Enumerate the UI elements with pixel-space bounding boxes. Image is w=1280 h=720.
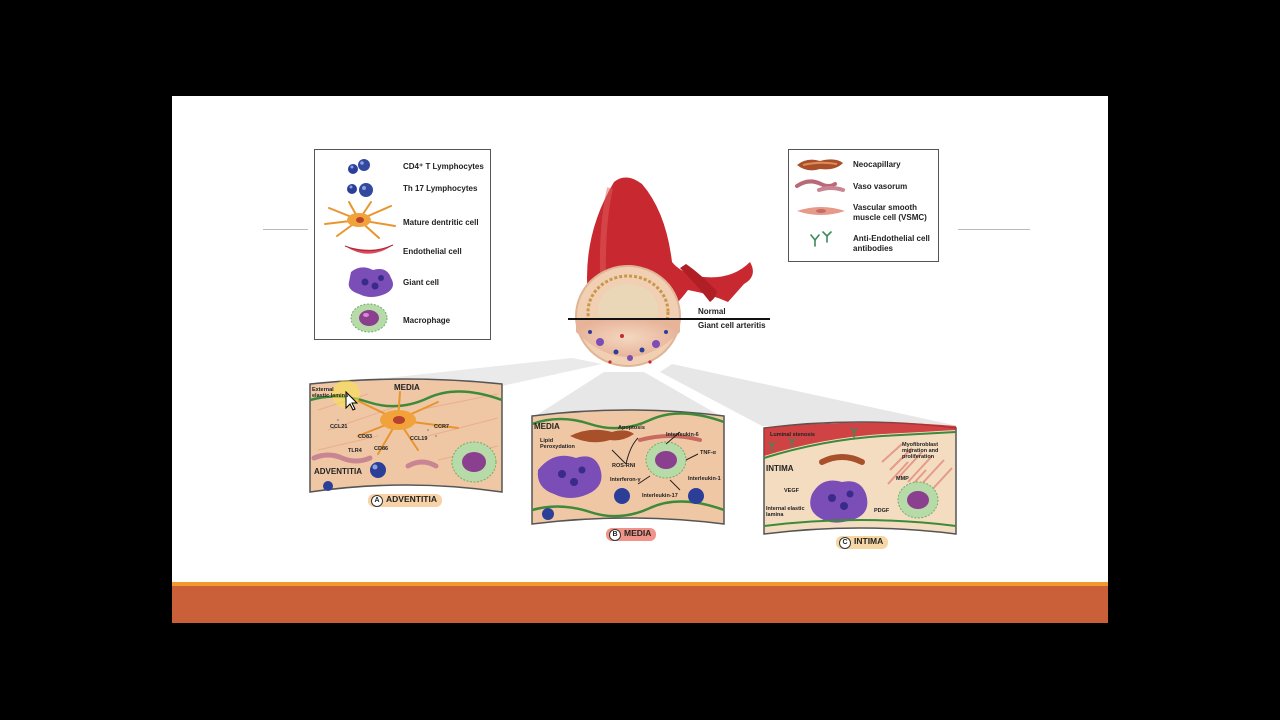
lymphocyte-icon bbox=[348, 159, 370, 174]
decorative-line-left bbox=[263, 229, 308, 230]
legend-item-th17-label: Th 17 Lymphocytes bbox=[403, 184, 478, 193]
panel-b-annotation-il17: Interleukin-17 bbox=[642, 493, 678, 499]
decorative-line-right bbox=[958, 229, 1030, 230]
legend-item-neocapillary-label: Neocapillary bbox=[853, 160, 901, 169]
projection-cones bbox=[312, 358, 958, 426]
panel-a-media-label: MEDIA bbox=[394, 383, 420, 392]
dendritic-cell-icon bbox=[324, 201, 396, 239]
panel-b-tag-label: MEDIA bbox=[624, 528, 652, 538]
panel-b-annotation-ifng: Interferon-γ bbox=[610, 477, 641, 483]
footer-bar bbox=[172, 586, 1108, 623]
panel-b-annotation-apoptosis: Apoptosis bbox=[618, 425, 645, 431]
panel-a-annotation-cd86: CD86 bbox=[374, 446, 389, 452]
legend-item-giant-cell-label: Giant cell bbox=[403, 278, 440, 287]
panel-c-annotation-pdgf: PDGF bbox=[874, 508, 890, 514]
lymphocyte-icon bbox=[347, 183, 373, 197]
legend-item-vaso-vasorum-label: Vaso vasorum bbox=[853, 182, 908, 191]
panel-b-annotation-tnfa: TNF-α bbox=[700, 450, 716, 456]
panel-b-annotation-il6: Interleukin-6 bbox=[666, 432, 699, 438]
panel-b-annotation-ros: ROS-RNI bbox=[612, 463, 636, 469]
panel-a-annotation-ccr7: CCR7 bbox=[434, 424, 449, 430]
panel-a-tag-letter: A bbox=[371, 495, 383, 507]
panel-b-annotation-il1: Interleukin-1 bbox=[688, 476, 721, 482]
footer-accent-line bbox=[172, 582, 1108, 586]
panel-c-intima-label: INTIMA bbox=[766, 464, 794, 473]
vsmc-icon bbox=[797, 207, 845, 215]
panel-intima-illustration bbox=[763, 421, 957, 535]
cursor-highlight bbox=[332, 380, 360, 411]
legend-item-vsmc-label: Vascular smooth muscle cell (VSMC) bbox=[853, 203, 927, 222]
panel-c-annotation-vegf: VEGF bbox=[784, 488, 799, 494]
panel-c-annotation-myofibroblast: Myofibroblast migration and proliferatio… bbox=[902, 442, 939, 460]
panel-a-annotation-tlr4: TLR4 bbox=[348, 448, 362, 454]
panel-media-illustration bbox=[531, 409, 725, 525]
panel-a-adventitia-label: ADVENTITIA bbox=[314, 467, 362, 476]
normal-label: Normal bbox=[698, 307, 726, 316]
macrophage-icon bbox=[350, 303, 388, 333]
panel-c-luminal-label: Luminal stenosis bbox=[770, 432, 815, 438]
panel-c-tag-letter: C bbox=[839, 537, 851, 549]
panel-adventitia-illustration bbox=[309, 378, 503, 493]
panel-b-tag-letter: B bbox=[609, 529, 621, 541]
panel-b-annotation-lipid: Lipid Peroxydation bbox=[540, 438, 575, 450]
neocapillary-icon bbox=[797, 159, 843, 171]
panel-a-annotation-cd83: CD83 bbox=[358, 434, 373, 440]
artery-illustration bbox=[575, 177, 753, 367]
artery-divider-line bbox=[568, 318, 770, 320]
legend-item-endothelial-label: Endothelial cell bbox=[403, 247, 462, 256]
giant-cell-arteritis-label: Giant cell arteritis bbox=[698, 321, 766, 330]
vaso-vasorum-icon bbox=[795, 179, 845, 192]
endothelial-cell-icon bbox=[344, 244, 394, 254]
legend-item-antibody-label: Anti-Endothelial cell antibodies bbox=[853, 234, 930, 253]
legend-item-dendritic-label: Mature dentritic cell bbox=[403, 218, 479, 227]
panel-c-annotation-internal-elastic: Internal elastic lamina bbox=[766, 506, 805, 518]
panel-b-media-label: MEDIA bbox=[534, 422, 560, 431]
panel-a-elastic-label: External elastic lamina bbox=[312, 387, 349, 399]
antibody-icon bbox=[810, 231, 832, 247]
panel-a-annotation-ccl21: CCL21 bbox=[330, 424, 348, 430]
slide: CD4⁺ T Lymphocytes Th 17 Lymphocytes Mat… bbox=[172, 96, 1108, 623]
legend-item-macrophage-label: Macrophage bbox=[403, 316, 451, 325]
panel-a-tag-label: ADVENTITIA bbox=[386, 494, 437, 504]
panel-a-annotation-ccl19: CCL19 bbox=[410, 436, 428, 442]
legend-vessel-components: Neocapillary Vaso vasorum Vascular smoot… bbox=[788, 149, 939, 262]
giant-cell-icon bbox=[348, 267, 393, 297]
legend-cell-types: CD4⁺ T Lymphocytes Th 17 Lymphocytes Mat… bbox=[314, 149, 491, 340]
panel-c-tag-label: INTIMA bbox=[854, 536, 884, 546]
panel-c-annotation-mmp: MMP bbox=[896, 476, 909, 482]
legend-item-cd4-label: CD4⁺ T Lymphocytes bbox=[403, 162, 484, 171]
